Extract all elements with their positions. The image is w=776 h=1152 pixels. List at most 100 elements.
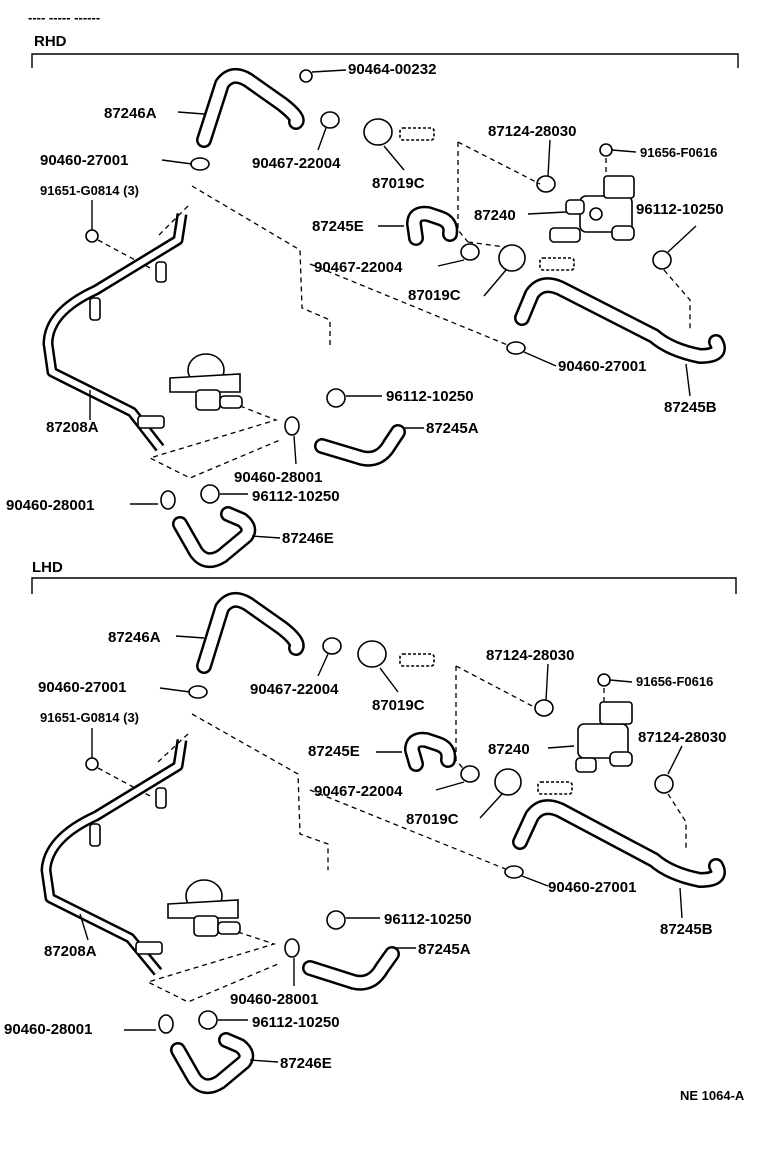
hose-87246e-lhd: [170, 1032, 255, 1095]
clip-90460-28001-center: [284, 416, 300, 436]
label-87245b: 87245B: [664, 399, 717, 416]
label-87245e: 87245E: [312, 218, 364, 235]
label-90467-22004-mid: 90467-22004: [314, 259, 403, 276]
footer-code: NE 1064-A: [680, 1088, 745, 1103]
pipe-87208a-lhd: [40, 739, 188, 976]
grommet-87019c-mid: [498, 244, 526, 272]
label-90460-27001-top: 90460-27001: [40, 152, 128, 169]
label-96112-10250-center: 96112-10250: [386, 388, 474, 405]
clip-90460-27001-lhd: [188, 685, 208, 699]
clip-90460-28001-left: [160, 490, 176, 510]
bolt-91651-g0814-lhd: [85, 757, 99, 771]
clamp-87124-28030-right-lhd: [654, 774, 674, 794]
label-87124-28030: 87124-28030: [488, 123, 576, 140]
grommet-87019c-mid-lhd: [494, 768, 522, 796]
water-valve-87240: [549, 175, 635, 243]
valve-assembly-lhd: [135, 879, 241, 955]
hose-87245b: [514, 277, 726, 364]
label-90460-27001-mid: 90460-27001: [558, 358, 646, 375]
label-87246e: 87246E: [282, 530, 334, 547]
label-87245a-lhd: 87245A: [418, 941, 471, 958]
clip-90460-27001-mid-lhd: [504, 865, 524, 879]
clamp-96112-10250-bottom: [200, 484, 220, 504]
bracket-a: [155, 261, 167, 283]
clamp-90467-22004: [320, 111, 340, 129]
label-87019c-mid-lhd: 87019C: [406, 811, 459, 828]
hose-87245e: [406, 205, 459, 246]
connector-pin-lhd: [399, 653, 435, 667]
bolt-91656-f0616: [599, 143, 613, 157]
pipe-87208a: [42, 213, 188, 452]
bracket-b: [89, 297, 101, 321]
label-87208a-lhd: 87208A: [44, 943, 97, 960]
label-87240: 87240: [474, 207, 516, 224]
hose-87246a: [196, 67, 305, 148]
label-90460-28001-left-lhd: 90460-28001: [4, 1021, 92, 1038]
bolt-91656-f0616-lhd: [597, 673, 611, 687]
clamp-87124-28030: [536, 175, 556, 193]
label-96112-10250-right: 96112-10250: [636, 201, 724, 218]
clip-90460-27001-mid: [506, 341, 526, 355]
grommet-87019c: [363, 118, 393, 146]
label-90460-28001-center-lhd: 90460-28001: [230, 991, 318, 1008]
clip-90460-28001-left-lhd: [158, 1014, 174, 1034]
label-87208a: 87208A: [46, 419, 99, 436]
label-87240-lhd: 87240: [488, 741, 530, 758]
label-90460-28001-left: 90460-28001: [6, 497, 94, 514]
clamp-90467-22004-mid: [460, 243, 480, 261]
hose-87245b-lhd: [512, 799, 726, 888]
hose-87246a-lhd: [196, 591, 305, 674]
label-87019c-top-lhd: 87019C: [372, 697, 425, 714]
label-87019c-top: 87019C: [372, 175, 425, 192]
hose-87245a: [314, 424, 406, 467]
clamp-90467-22004-lhd: [322, 637, 342, 655]
label-87019c-mid: 87019C: [408, 287, 461, 304]
label-87124-28030-right-lhd: 87124-28030: [638, 729, 726, 746]
connector-pin-mid: [539, 257, 575, 271]
clamp-90467-22004-mid-lhd: [460, 765, 480, 783]
header-smudge: ‐‐‐‐ ‐‐‐‐‐ ‐‐‐‐‐‐: [28, 10, 100, 25]
label-91656-f0616: 91656-F0616: [640, 145, 717, 160]
hose-87246e: [172, 506, 257, 569]
label-87245b-lhd: 87245B: [660, 921, 713, 938]
label-90464-00232: 90464-00232: [348, 61, 436, 78]
section-bracket-lhd: [31, 577, 737, 594]
clamp-96112-10250-center-lhd: [326, 910, 346, 930]
hose-87245a-lhd: [302, 946, 400, 991]
section-lhd: LHD 87246A 90467-22004 87019C 90460-2700…: [4, 559, 737, 1095]
label-90467-22004-mid-lhd: 90467-22004: [314, 783, 403, 800]
label-87245a: 87245A: [426, 420, 479, 437]
section-title-rhd: RHD: [34, 33, 67, 50]
label-96112-10250-bottom: 96112-10250: [252, 488, 340, 505]
label-90467-22004-top-lhd: 90467-22004: [250, 681, 339, 698]
label-90467-22004-top: 90467-22004: [252, 155, 341, 172]
section-title-lhd: LHD: [32, 559, 63, 576]
clip-90460-28001-center-lhd: [284, 938, 300, 958]
section-bracket-rhd: [31, 53, 739, 68]
label-91656-f0616-lhd: 91656-F0616: [636, 674, 713, 689]
label-90460-27001-top-lhd: 90460-27001: [38, 679, 126, 696]
label-90460-27001-mid-lhd: 90460-27001: [548, 879, 636, 896]
grommet-87019c-lhd: [357, 640, 387, 668]
clamp-96112-10250-center: [326, 388, 346, 408]
label-87124-28030-lhd: 87124-28030: [486, 647, 574, 664]
clamp-96112-10250-bottom-lhd: [198, 1010, 218, 1030]
connector-pin: [399, 127, 435, 141]
label-87246a: 87246A: [104, 105, 157, 122]
clip-90464-00232: [299, 69, 313, 83]
hose-87245e-lhd: [404, 731, 457, 772]
clamp-87124-28030-lhd: [534, 699, 554, 717]
connector-pin-mid-lhd: [537, 781, 573, 795]
bolt-91651-g0814: [85, 229, 99, 243]
clamp-96112-10250-right: [652, 250, 672, 270]
label-90460-28001-center: 90460-28001: [234, 469, 322, 486]
label-87246e-lhd: 87246E: [280, 1055, 332, 1072]
label-96112-10250-center-lhd: 96112-10250: [384, 911, 472, 928]
water-valve-87240-lhd: [575, 701, 633, 773]
label-91651-g0814-lhd: 91651-G0814 (3): [40, 710, 139, 725]
label-87245e-lhd: 87245E: [308, 743, 360, 760]
section-rhd: RHD 87246A 90464-00232 90467-22004 87019…: [6, 33, 739, 569]
clip-90460-27001: [190, 157, 210, 171]
bracket-a-lhd: [155, 787, 167, 809]
